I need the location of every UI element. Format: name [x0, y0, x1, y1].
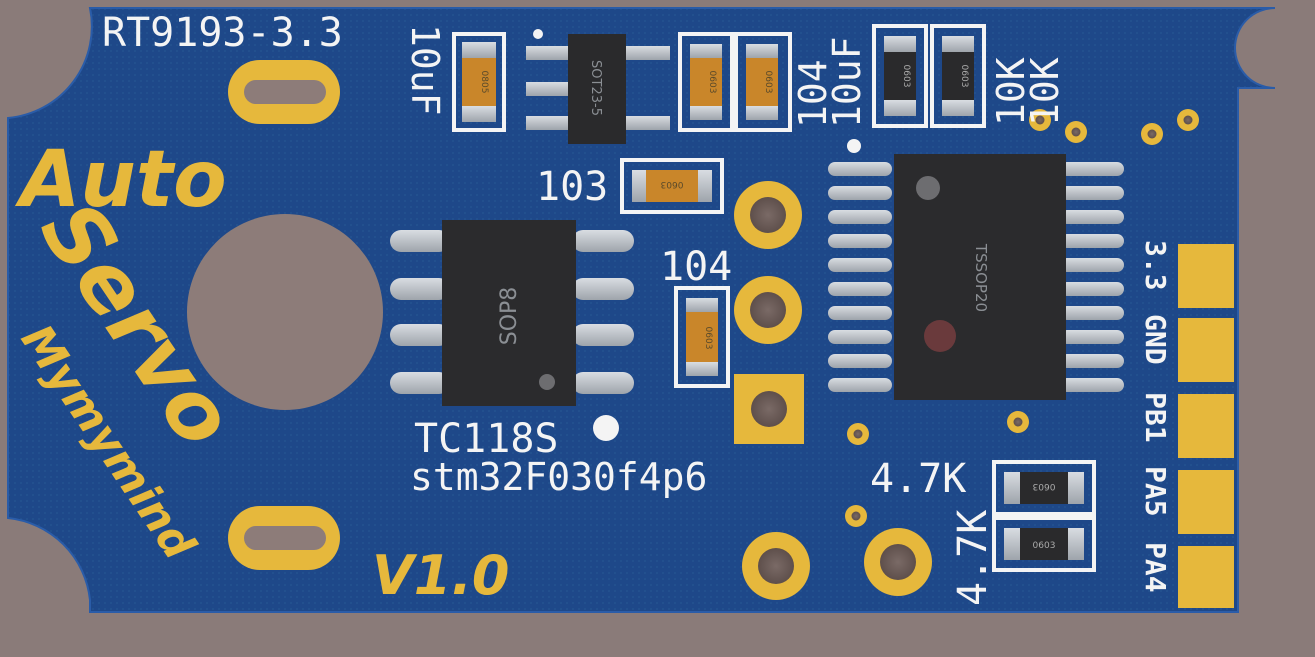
mcu-pins-right: [1060, 162, 1124, 392]
resistor-10k-a: 0603: [872, 24, 928, 128]
vias: [845, 109, 1199, 527]
mcu-pins-left: [828, 162, 892, 392]
capacitor-103: 0603: [620, 158, 724, 214]
mounting-hole: [187, 214, 383, 410]
capacitor-104-mid: 0603: [674, 286, 730, 388]
capacitor-0603-b: 0603: [734, 32, 792, 132]
resistor-size: 0603: [1033, 541, 1056, 551]
capacitor-10uf-left: 0805: [452, 32, 506, 132]
resistor-size: 0603: [959, 65, 969, 88]
pin1-marker: [593, 415, 619, 441]
regulator-chip: SOT23-5: [526, 34, 670, 144]
pin1-marker: [533, 29, 543, 39]
capacitor-size: 0603: [707, 71, 717, 94]
regulator-label: RT9193-3.3: [102, 10, 343, 56]
resistor-label-10k-b: 10K: [1023, 57, 1067, 126]
pin1-marker: [847, 139, 861, 153]
driver-chip: SOP8: [390, 220, 634, 406]
slot-pad-top: [228, 60, 340, 124]
resistor-label-4k7-b: 4.7K: [950, 510, 996, 606]
regulator-package-label: SOT23-5: [588, 60, 603, 116]
mcu-chip: TSSOP20: [828, 154, 1124, 400]
capacitor-0603-a: 0603: [678, 32, 734, 132]
driver-label: TC118S: [414, 416, 559, 462]
capacitor-size: 0603: [763, 71, 773, 94]
capacitor-size: 0603: [703, 327, 713, 350]
pin-labels: 3.3 GND PB1 PA5 PA4: [1139, 240, 1172, 593]
capacitor-label-10uf-right: 10uF: [825, 36, 869, 128]
pin-label-3v3: 3.3: [1139, 240, 1172, 291]
resistor-4k7-a: 0603: [992, 460, 1096, 516]
resistor-size: 0603: [1033, 481, 1056, 491]
resistor-size: 0603: [901, 65, 911, 88]
pin-label-pa4: PA4: [1139, 542, 1172, 593]
edge-connector-pads: [1178, 244, 1234, 608]
mcu-label: stm32F030f4p6: [410, 455, 707, 499]
capacitor-label-10uf-left: 10uF: [403, 24, 447, 116]
board-title-auto: Auto: [14, 135, 227, 225]
capacitor-size: 0603: [661, 179, 684, 189]
through-hole-pads: [734, 181, 932, 600]
capacitor-label-104-mid: 104: [660, 244, 732, 290]
slot-pad-bottom: [228, 506, 340, 570]
capacitor-label-104-top: 104: [791, 59, 835, 128]
capacitor-size: 0805: [479, 71, 489, 94]
pin-label-gnd: GND: [1139, 314, 1172, 365]
board-version: V1.0: [372, 544, 509, 607]
resistor-label-4k7-a: 4.7K: [870, 456, 966, 502]
resistor-10k-b: 0603: [930, 24, 986, 128]
driver-package-label: SOP8: [497, 287, 522, 346]
resistor-label-10k-a: 10K: [989, 57, 1033, 126]
mcu-package-label: TSSOP20: [972, 243, 990, 312]
pin-label-pb1: PB1: [1139, 392, 1172, 443]
pin-label-pa5: PA5: [1139, 466, 1172, 517]
capacitor-label-103: 103: [536, 164, 608, 210]
resistor-4k7-b: 0603: [992, 516, 1096, 572]
